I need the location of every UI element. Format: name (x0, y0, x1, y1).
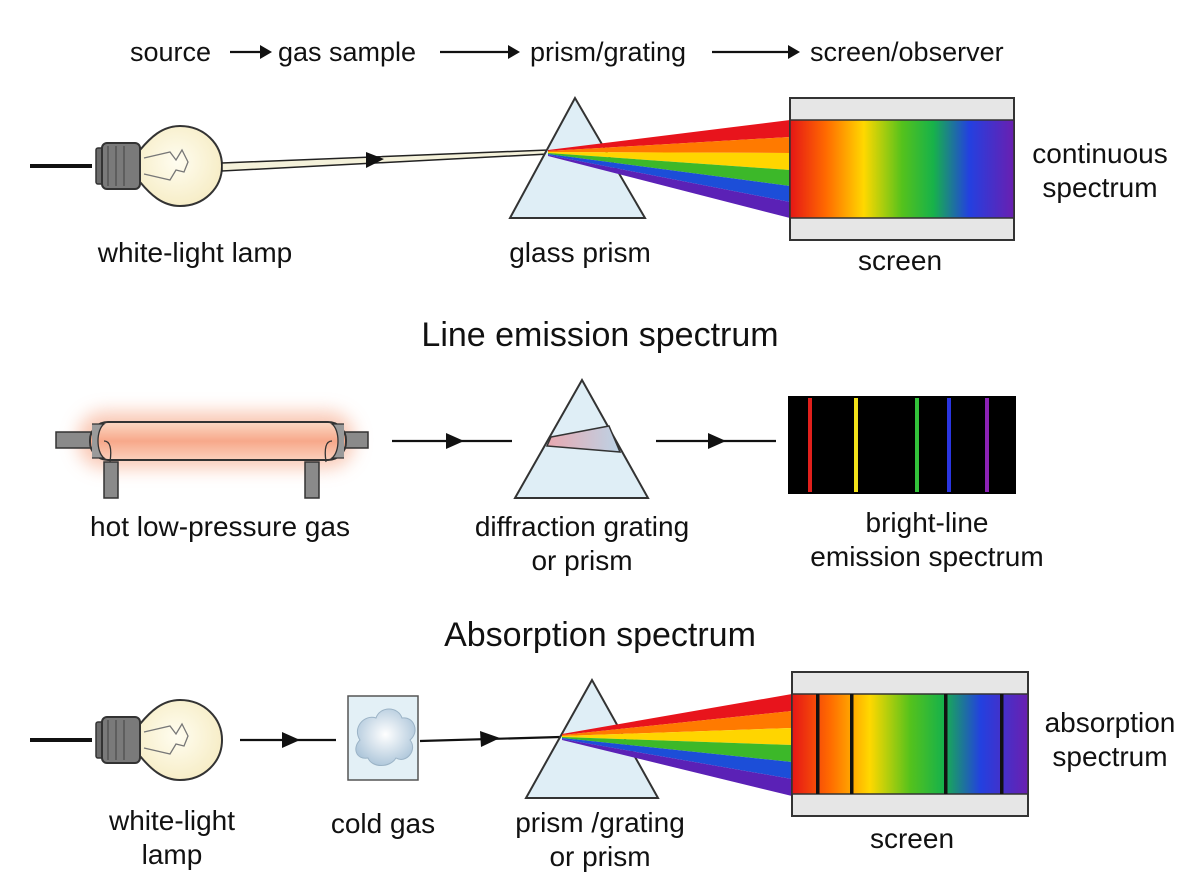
lamp-label-1: white-light lamp (97, 237, 293, 268)
screen-label-3: screen (870, 823, 954, 854)
light-bulb-icon (95, 124, 224, 208)
continuous-label-l1: continuous (1032, 138, 1167, 169)
emission-title: Line emission spectrum (421, 316, 778, 354)
cold-gas-label: cold gas (331, 808, 435, 839)
emission-line-2 (854, 398, 858, 492)
grating-label-l1: diffraction grating (475, 511, 689, 542)
emission-line-4 (947, 398, 951, 492)
prism-label-3-l1: prism /grating (515, 807, 685, 838)
absorption-label-l2: spectrum (1052, 741, 1167, 772)
absorption-line-4 (1000, 694, 1004, 794)
emission-row: Line emission spectrum (55, 316, 1044, 576)
flow-arrowhead-2 (508, 45, 520, 59)
absorption-line-2 (850, 694, 854, 794)
emission-line-5 (985, 398, 989, 492)
lamp-label-3-l1: white-light (108, 805, 235, 836)
absorption-spectrum-band (791, 693, 1029, 795)
flow-arrowhead-3 (788, 45, 800, 59)
flow-screen-observer: screen/observer (810, 37, 1004, 67)
lamp-label-3-l2: lamp (142, 839, 203, 870)
grating-label-l2: or prism (531, 545, 632, 576)
emission-line-1 (808, 398, 812, 492)
absorption-lines (816, 694, 1004, 794)
dispersed-rays-3 (562, 694, 792, 796)
emission-arrowhead-1 (446, 433, 464, 449)
continuous-label-l2: spectrum (1042, 172, 1157, 203)
emission-line-3 (915, 398, 919, 492)
emission-label-l2: emission spectrum (810, 541, 1043, 572)
absorption-arrowhead-2 (480, 731, 500, 747)
diffraction-grating-icon (513, 377, 650, 499)
continuous-row: white-light lamp glass prism screen cont… (30, 95, 1168, 276)
light-bulb-icon (95, 698, 224, 782)
flow-source: source (130, 37, 211, 67)
absorption-row: Absorption spectrum (30, 616, 1175, 872)
cold-gas-icon (347, 695, 419, 781)
absorption-label-l1: absorption (1045, 707, 1176, 738)
dispersed-rays-1 (548, 120, 790, 218)
gas-tube-icon (55, 412, 369, 499)
prism-label-3-l2: or prism (549, 841, 650, 872)
absorption-line-3 (944, 694, 948, 794)
absorption-arrowhead-1 (282, 732, 300, 748)
tube-label: hot low-pressure gas (90, 511, 350, 542)
screen-label-1: screen (858, 245, 942, 276)
flow-gas-sample: gas sample (278, 37, 416, 67)
flow-prism-grating: prism/grating (530, 37, 686, 67)
emission-arrowhead-2 (708, 433, 726, 449)
flow-header: source gas sample prism/grating screen/o… (130, 37, 1004, 67)
continuous-spectrum-band (789, 119, 1015, 219)
white-light-beam-1 (221, 149, 549, 172)
absorption-line-1 (816, 694, 820, 794)
emission-spectrum-panel (788, 396, 1016, 494)
emission-label-l1: bright-line (866, 507, 989, 538)
flow-arrowhead-1 (260, 45, 272, 59)
beam-arrowhead-1 (366, 152, 384, 168)
absorption-title: Absorption spectrum (444, 616, 756, 654)
prism-label-1: glass prism (509, 237, 651, 268)
